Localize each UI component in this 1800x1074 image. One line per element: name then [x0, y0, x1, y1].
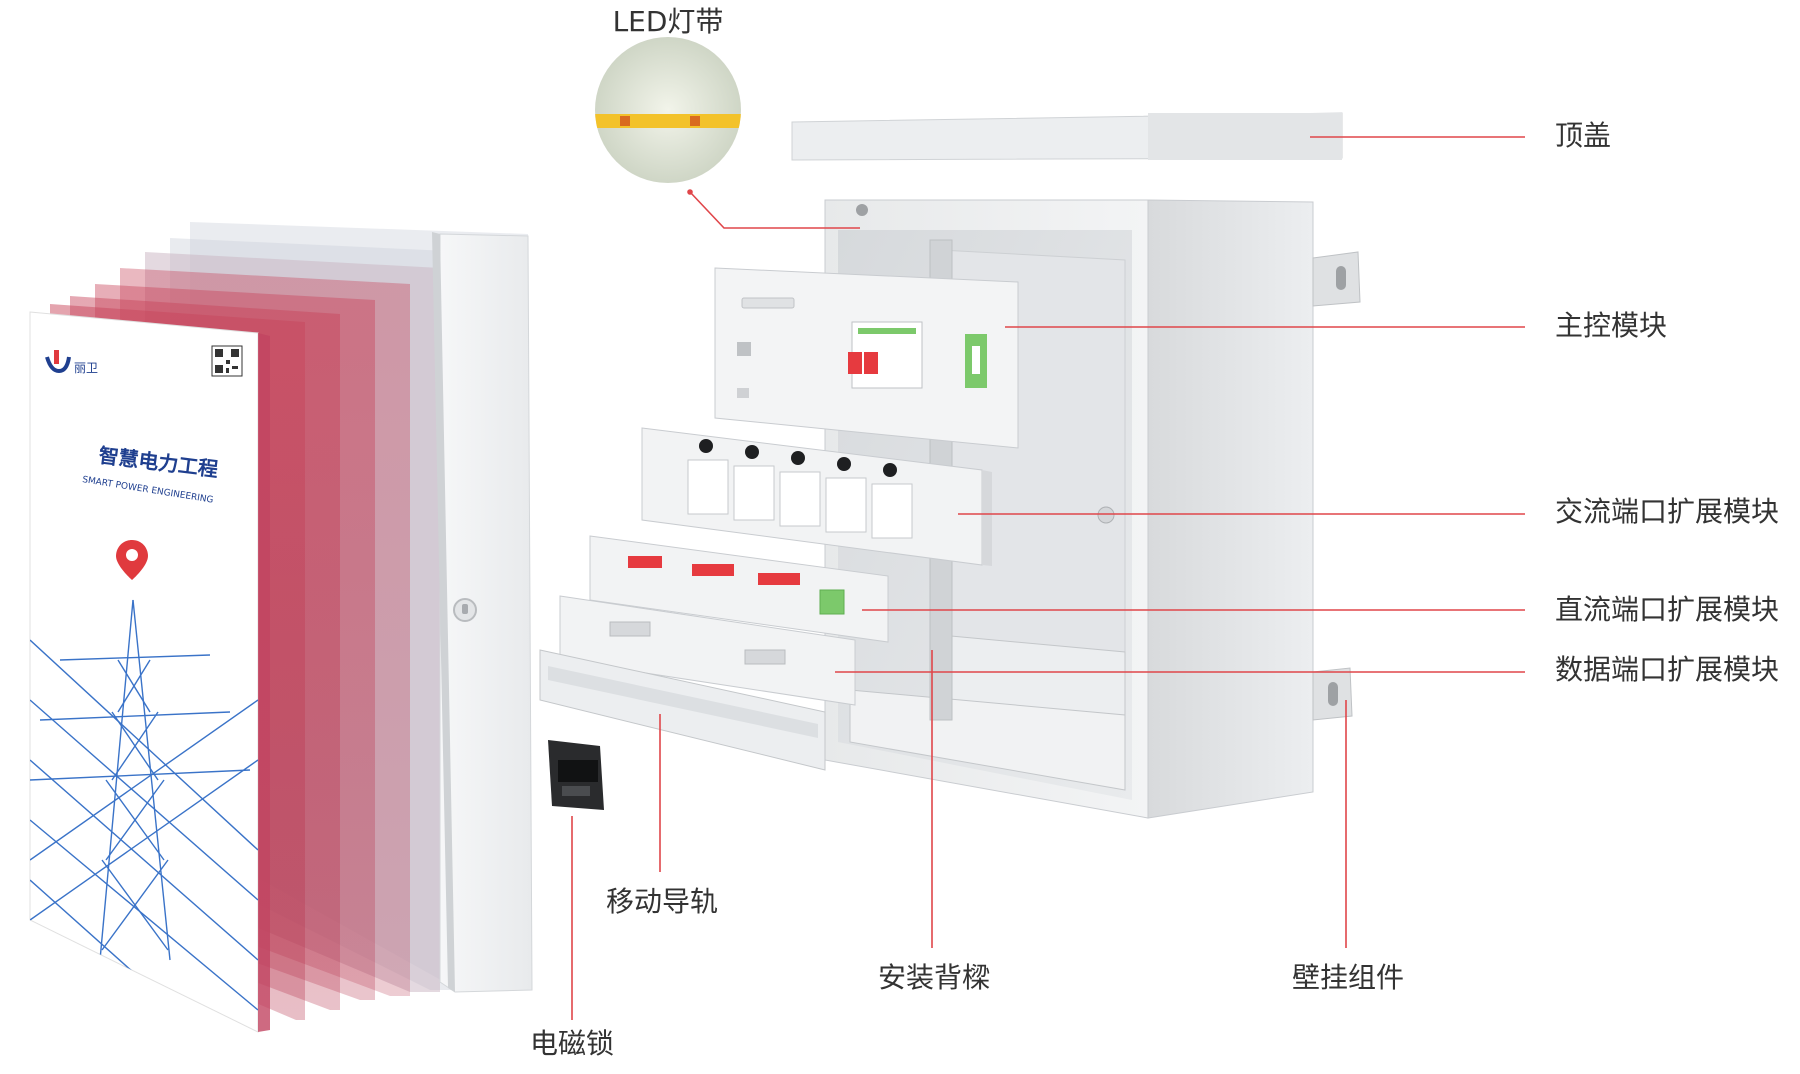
- data-port-module: [559, 595, 856, 706]
- dc-port-module: [589, 535, 889, 643]
- label-backplate: 安装背樑: [877, 961, 991, 994]
- qr-code-icon: [211, 345, 243, 377]
- led-strip-photo: [595, 37, 741, 183]
- wall-mount-ear-bottom: [1312, 667, 1353, 721]
- label-led-strip: LED灯带: [612, 5, 724, 38]
- leader-lines: [571, 136, 1525, 1020]
- wall-mount-ear-top: [1312, 251, 1361, 307]
- label-top-cover: 顶盖: [1555, 119, 1612, 152]
- door-cover-print: 丽卫 智慧电力工程 SMART POWER ENGINEERING: [29, 311, 270, 1033]
- brand-logo: 丽卫: [45, 350, 98, 375]
- top-cover: [791, 112, 1343, 161]
- leader-led: [689, 191, 860, 229]
- label-wall-mount: 壁挂组件: [1291, 961, 1405, 994]
- ac-port-module: [641, 427, 992, 566]
- label-dc-port: 直流端口扩展模块: [1555, 593, 1780, 626]
- circuit-breaker: [848, 321, 923, 389]
- main-control-module: [714, 267, 1019, 449]
- label-main-control: 主控模块: [1555, 309, 1668, 342]
- location-pin-icon: [116, 540, 148, 580]
- green-terminal: [965, 334, 987, 388]
- label-rail: 移动导轨: [605, 885, 719, 918]
- label-lock: 电磁锁: [529, 1027, 615, 1060]
- cover-brand: 丽卫: [74, 361, 98, 375]
- electromagnetic-lock: [548, 740, 604, 810]
- label-ac-port: 交流端口扩展模块: [1555, 495, 1780, 528]
- label-data-port: 数据端口扩展模块: [1555, 653, 1780, 686]
- moving-rail: [539, 649, 826, 771]
- cabinet-door: [432, 232, 533, 993]
